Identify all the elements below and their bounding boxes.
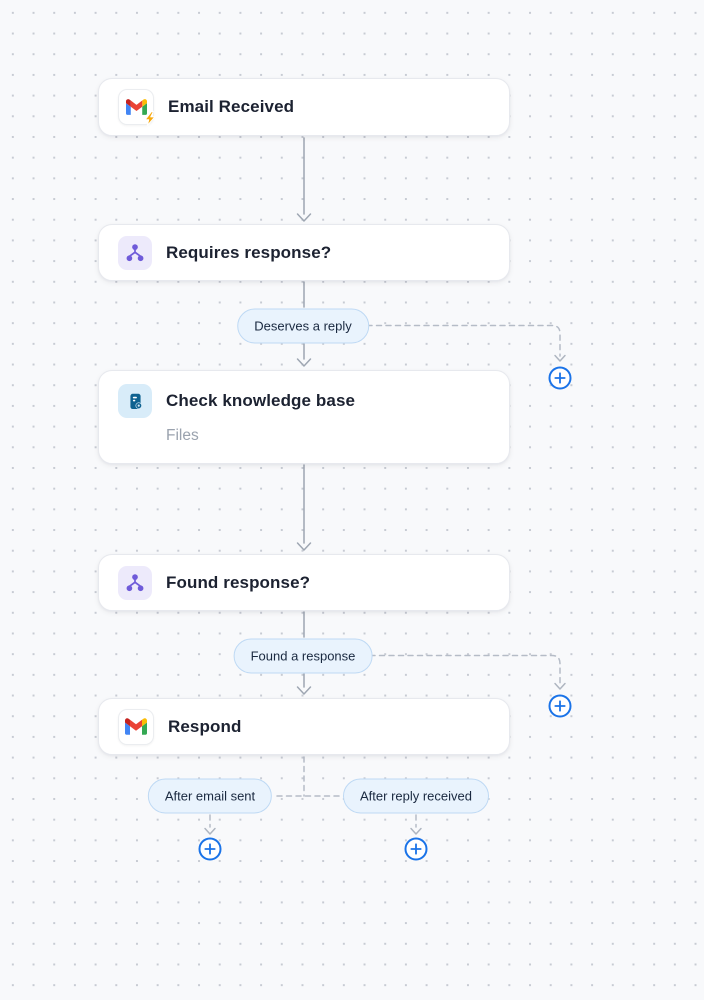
node-title: Check knowledge base [166,391,356,410]
edge-label-after-reply-received[interactable]: After reply received [343,778,489,814]
node-email-received[interactable]: Email Received [98,78,510,136]
add-step-button-found-response[interactable] [548,693,573,718]
node-requires-response[interactable]: Requires response? [98,224,510,281]
edge-label-found-a-response[interactable]: Found a response [233,638,373,673]
edge-label-text: Deserves a reply [254,318,352,333]
node-check-knowledge-base[interactable]: Check knowledge base Files [98,370,510,464]
edge-label-text: Found a response [250,648,356,663]
add-step-button-after-reply-received[interactable] [404,837,429,862]
edge-label-text: After reply received [360,788,472,804]
gmail-trigger-icon [118,89,156,126]
node-title: Requires response? [166,242,332,262]
add-step-button-deserves-reply[interactable] [548,365,573,390]
gmail-icon [125,99,147,115]
knowledge-base-icon [118,384,152,418]
node-title: Found response? [166,572,311,592]
gmail-icon [118,708,154,745]
node-title: Email Received [168,97,295,116]
node-found-response[interactable]: Found response? [98,554,510,611]
edge-label-after-email-sent[interactable]: After email sent [147,778,273,814]
node-title: Respond [168,716,242,736]
lightning-icon [144,111,156,126]
branch-icon [118,235,152,270]
edge-label-text: After email sent [164,788,256,804]
branch-icon [118,565,152,600]
plus-icon [404,837,428,861]
plus-icon [548,694,572,717]
plus-icon [198,837,222,861]
node-respond[interactable]: Respond [98,698,510,755]
plus-icon [548,366,572,389]
node-subtitle: Files [166,427,199,444]
edge-label-deserves-a-reply[interactable]: Deserves a reply [237,308,369,343]
add-step-button-after-email-sent[interactable] [198,837,223,862]
